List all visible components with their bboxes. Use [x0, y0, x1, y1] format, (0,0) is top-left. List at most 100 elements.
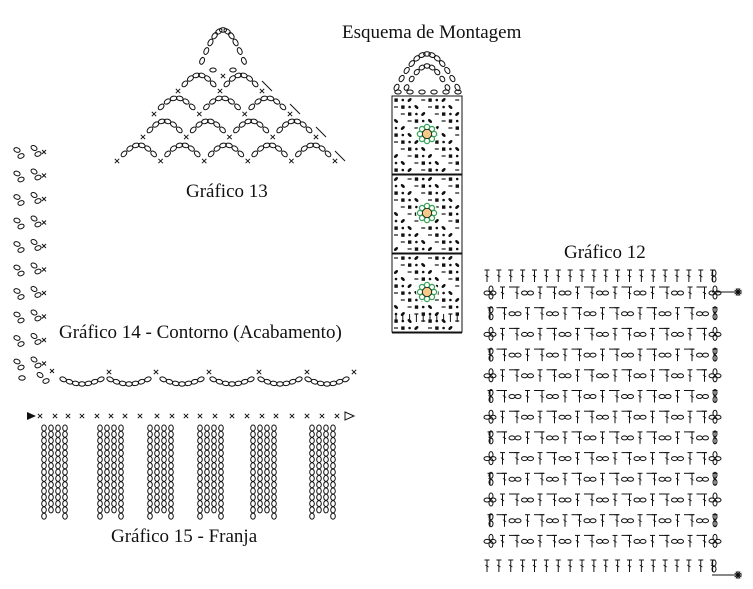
double-crochet-icon: [627, 327, 632, 341]
chain-stitch-icon: [218, 468, 224, 476]
chain-stitch-icon: [413, 68, 420, 76]
stroke-line: [153, 369, 159, 375]
double-crochet-icon: [589, 493, 595, 506]
chain-stitch-icon: [558, 373, 566, 379]
stroke-line: [590, 291, 594, 295]
double-crochet-icon: [575, 369, 580, 382]
single-crochet-icon: [183, 413, 189, 419]
turning-line: [315, 126, 327, 138]
chain-stitch-icon: [323, 430, 329, 438]
stitch-leaf: [421, 240, 426, 244]
chain-stitch-icon: [197, 456, 203, 463]
stitch-leaf: [407, 98, 412, 102]
chain-stitch-icon: [264, 493, 270, 501]
stroke-line: [603, 274, 608, 278]
chain-stitch-icon: [527, 497, 534, 503]
chain-stitch-icon: [488, 513, 494, 521]
single-crochet-icon: [304, 369, 310, 375]
double-crochet-icon: [615, 559, 621, 572]
chain-stitch-icon: [55, 443, 61, 451]
chain-stitch-icon: [309, 506, 315, 514]
chain-stitch-icon: [712, 451, 718, 459]
chain-stitch-icon: [161, 481, 167, 489]
chain-stitch-icon: [55, 474, 61, 482]
stroke-line: [590, 333, 594, 336]
stitch-dot: [455, 270, 459, 274]
double-crochet-icon: [603, 559, 609, 572]
stroke-line: [515, 374, 519, 378]
double-crochet-icon: [687, 286, 693, 299]
double-crochet-icon: [552, 452, 557, 465]
chain-stitch-icon: [41, 456, 47, 463]
stroke-line: [613, 291, 617, 295]
chain-stitch-icon: [111, 430, 117, 438]
chain-stitch-icon: [488, 409, 494, 417]
chain-stitch-icon: [218, 506, 224, 514]
chain-stitch-icon: [418, 52, 426, 59]
stroke-line: [41, 173, 47, 178]
stroke-line: [600, 436, 605, 440]
single-crochet-icon: [153, 369, 159, 375]
chain-stitch-icon: [309, 449, 315, 457]
chain-stitch-icon: [62, 506, 68, 514]
chain-stitch-icon: [664, 311, 672, 317]
double-crochet-icon: [687, 452, 693, 465]
start-arrow-icon: [27, 412, 36, 420]
stroke-line: [563, 436, 567, 440]
stitch-dot: [449, 298, 452, 302]
chain-stitch-icon: [671, 373, 678, 379]
chain-stitch-icon: [488, 326, 494, 334]
double-crochet-icon: [539, 348, 545, 362]
chain-stitch-icon: [62, 468, 68, 476]
chain-stitch-icon: [199, 56, 206, 65]
chain-stitch-icon: [330, 493, 336, 501]
chain-stitch-icon: [168, 481, 174, 489]
chain-stitch-icon: [627, 352, 634, 358]
chain-stitch-icon: [161, 493, 167, 501]
stroke-line: [563, 395, 567, 398]
chain-stitch-icon: [596, 373, 603, 379]
single-crochet-icon: [289, 413, 295, 419]
stroke-line: [538, 374, 542, 378]
chain-stitch-icon: [201, 118, 209, 125]
stroke-line: [615, 519, 619, 523]
stitch-dot: [435, 233, 439, 237]
stroke-line: [49, 368, 55, 374]
chain-stitch-icon: [488, 499, 494, 507]
chain-stitch-icon: [257, 468, 263, 476]
chain-stitch-icon: [36, 372, 44, 378]
chain-stitch-icon: [271, 493, 277, 501]
stroke-line: [675, 274, 679, 278]
chain-stitch-icon: [442, 89, 450, 95]
double-crochet-icon: [664, 410, 670, 424]
chain-stitch-icon: [211, 506, 217, 514]
stitch-leaf: [428, 119, 432, 123]
stitch-dot: [408, 147, 412, 151]
chain-stitch-icon: [118, 506, 124, 514]
stroke-line: [158, 158, 164, 164]
chain-stitch-icon: [154, 506, 160, 514]
stroke-line: [289, 413, 295, 419]
chain-stitch-icon: [13, 264, 21, 271]
stitch-dot: [435, 326, 439, 330]
stitch-dot: [455, 119, 459, 123]
single-crochet-icon: [41, 267, 47, 272]
stitch-leaf: [448, 256, 453, 260]
chain-stitch-icon: [188, 103, 196, 111]
stitch-dot: [448, 154, 453, 158]
double-crochet-icon: [662, 269, 668, 282]
chain-stitch-icon: [211, 437, 217, 445]
stitch-leaf: [407, 133, 412, 137]
chain-stitch-icon: [309, 437, 315, 445]
stroke-line: [256, 369, 262, 375]
stroke-line: [652, 477, 657, 481]
double-crochet-icon: [689, 472, 695, 486]
single-crochet-icon: [175, 88, 181, 94]
stroke-line: [175, 88, 181, 94]
double-crochet-icon: [543, 559, 549, 572]
single-crochet-icon: [154, 413, 160, 419]
stroke-line: [568, 564, 572, 568]
stroke-line: [592, 274, 596, 278]
stitch-dot: [394, 168, 398, 172]
stroke-line: [650, 457, 655, 460]
